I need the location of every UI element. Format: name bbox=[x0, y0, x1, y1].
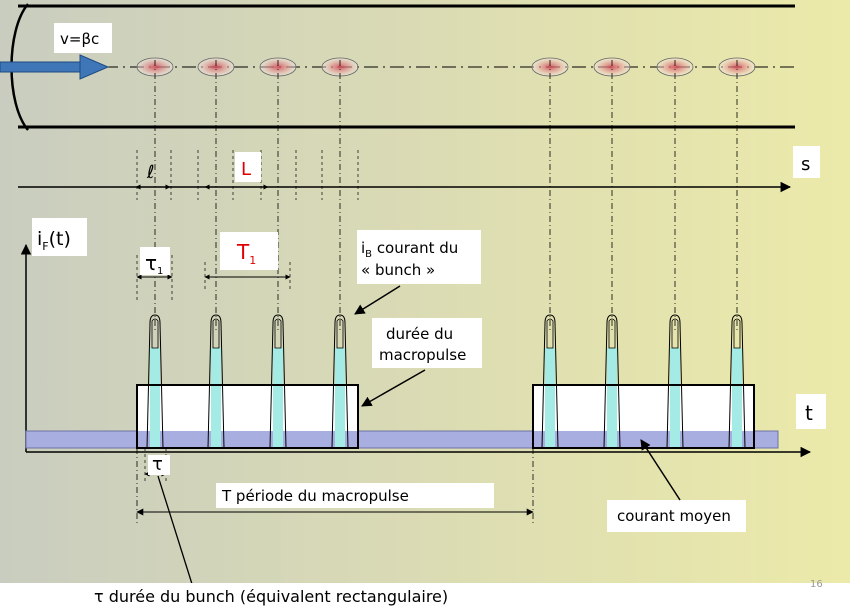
velocity-label: v=βc bbox=[60, 30, 99, 48]
bunch-pulse-peak bbox=[546, 318, 554, 349]
macropulse-window-1-band bbox=[137, 431, 358, 448]
bunch-duration-caption: τ durée du bunch (équivalent rectangulai… bbox=[94, 587, 448, 606]
bunch-pulse-outline bbox=[728, 314, 746, 449]
bunch-spacing-label: L bbox=[241, 159, 251, 180]
bunch-pulse-fill bbox=[335, 348, 345, 448]
tau1-label-box bbox=[140, 247, 170, 275]
average-current-pointer bbox=[640, 439, 681, 501]
bunch-pulse-peak bbox=[212, 318, 220, 349]
beam-arrow bbox=[0, 54, 110, 80]
T1-label: T1 bbox=[236, 240, 256, 267]
bunch-pulse-outline bbox=[666, 314, 684, 449]
bunch-pulse-outline bbox=[603, 314, 621, 449]
page-number: 16 bbox=[810, 579, 823, 590]
tau-label-box bbox=[148, 455, 170, 475]
bunch-pulse-fill bbox=[545, 348, 555, 448]
macropulse-period-box bbox=[216, 483, 494, 508]
bunch-duration-pointer bbox=[157, 475, 193, 585]
bunch-pulse-peak bbox=[336, 318, 344, 349]
bunch-pulses bbox=[146, 314, 746, 449]
t-label-box bbox=[796, 394, 826, 429]
bunch-pulse-outline bbox=[207, 314, 225, 449]
bunch-pulse-fill bbox=[670, 348, 680, 448]
current-axis-label: iF(t) bbox=[37, 228, 71, 253]
bunch-ellipses bbox=[136, 57, 756, 77]
bunch-pulse-fill bbox=[273, 348, 283, 448]
macropulse-window-2-band bbox=[533, 431, 754, 448]
bunch-pulse-outline bbox=[331, 314, 349, 449]
tau-label: τ bbox=[152, 454, 163, 475]
bunch-current-callout-line2: « bunch » bbox=[361, 261, 435, 279]
caption-bar bbox=[0, 583, 850, 611]
bunch-pulse-fill bbox=[150, 348, 160, 448]
bunch-pulse-fill bbox=[732, 348, 742, 448]
macropulse-duration-pointer bbox=[361, 369, 426, 407]
current-axis-label-box bbox=[32, 218, 87, 256]
bunch-spacing-label-box bbox=[235, 152, 261, 182]
macropulse-period-label: T période du macropulse bbox=[221, 487, 409, 505]
bunch-current-callout-line1: iB courant du bbox=[361, 239, 458, 260]
bunch-length-label: ℓ bbox=[146, 162, 154, 183]
bunch-pulse-outline bbox=[269, 314, 287, 449]
bunch-pulse-peak bbox=[671, 318, 679, 349]
time-axis-label: t bbox=[805, 401, 813, 425]
T1-label-box bbox=[220, 232, 278, 270]
bunch-pulse-peak bbox=[151, 318, 159, 349]
bunch-current-callout-box bbox=[357, 230, 481, 284]
macropulse-duration-line1: durée du bbox=[386, 325, 453, 343]
bunch-pulse-peak bbox=[608, 318, 616, 349]
macropulse-duration-callout-box bbox=[372, 318, 482, 368]
velocity-label-box bbox=[54, 23, 112, 53]
bunch-pulse-fill bbox=[607, 348, 617, 448]
bunch-pulse-outline bbox=[146, 314, 164, 449]
bunch-current-pointer bbox=[354, 285, 401, 315]
s-label-box bbox=[793, 146, 820, 178]
macropulse-window-1 bbox=[136, 384, 359, 449]
bunch-pulse-outline bbox=[541, 314, 559, 449]
bunch-pulse-peak bbox=[274, 318, 282, 349]
bunch-pulse-peak bbox=[733, 318, 741, 349]
macropulse-duration-line2: macropulse bbox=[379, 346, 466, 364]
average-current-label: courant moyen bbox=[617, 507, 731, 525]
average-current-callout-box bbox=[607, 500, 746, 532]
bunch-pulse-fill bbox=[211, 348, 221, 448]
guide-lines bbox=[136, 60, 738, 525]
tau1-label: τ1 bbox=[145, 251, 163, 277]
s-axis-label: s bbox=[801, 154, 810, 175]
